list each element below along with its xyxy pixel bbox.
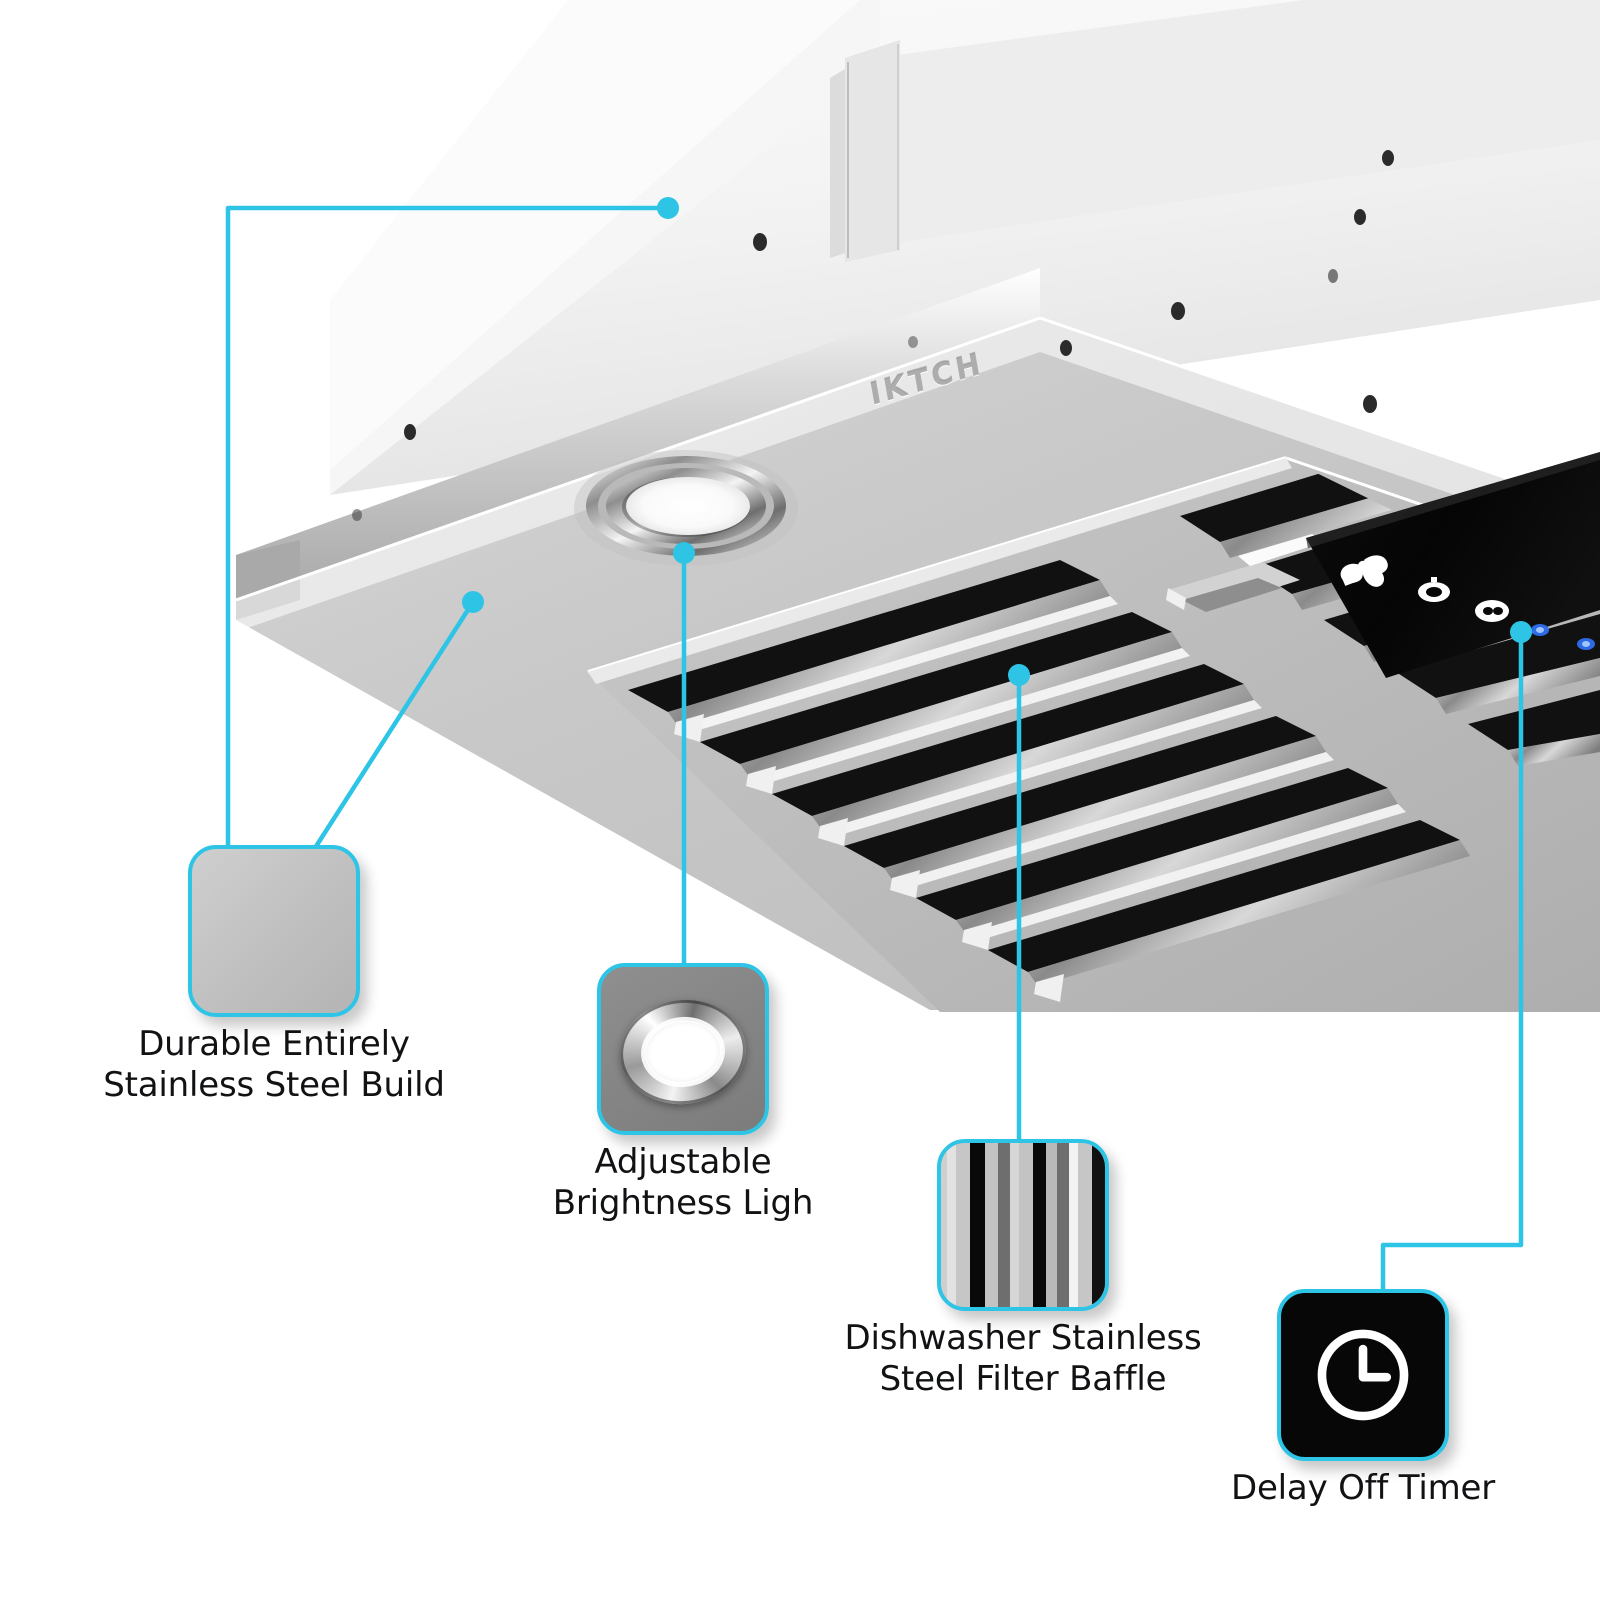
- baffle-stripe: [1019, 1143, 1033, 1307]
- callout-dot-baffle: [1008, 664, 1030, 686]
- leader-line-delay-off-timer: [1380, 629, 1524, 1292]
- swatch-delay-off-timer: [1277, 1289, 1449, 1461]
- caption-durable-build: Durable Entirely Stainless Steel Build: [103, 1024, 445, 1106]
- caption-filter-baffle: Dishwasher Stainless Steel Filter Baffle: [844, 1318, 1202, 1400]
- leader-line-durable-build-body: [312, 599, 476, 851]
- baffle-stripe: [1091, 1143, 1105, 1307]
- callout-dot-body: [462, 591, 484, 613]
- callout-dot-timer: [1510, 621, 1532, 643]
- baffle-stripe: [941, 1143, 947, 1307]
- baffle-stripe: [1009, 1143, 1020, 1307]
- led-light-fixture: [574, 450, 798, 566]
- clock-icon: [1317, 1329, 1409, 1421]
- led-light-icon: [614, 993, 752, 1111]
- baffle-stripe: [946, 1143, 957, 1307]
- fan-icon[interactable]: [1340, 555, 1388, 587]
- leader-line-durable-build-top: [225, 205, 671, 883]
- filter-handle-latch[interactable]: [1166, 534, 1324, 612]
- mounting-screws: [352, 150, 1394, 521]
- led-indicators: [1531, 624, 1595, 650]
- hood-canopy: [330, 0, 1600, 495]
- baffle-stripe: [1032, 1143, 1046, 1307]
- baffle-stripe: [998, 1143, 1010, 1307]
- swatch-durable-build: [188, 845, 360, 1017]
- timer-icon[interactable]: [1475, 600, 1509, 622]
- caption-adjustable-light: Adjustable Brightness Ligh: [552, 1142, 814, 1224]
- swatch-filter-baffle: [937, 1139, 1109, 1311]
- baffle-stripe-pattern: [941, 1143, 1105, 1307]
- baffle-stripe: [1057, 1143, 1069, 1307]
- baffle-stripe: [1078, 1143, 1092, 1307]
- light-icon[interactable]: [1418, 577, 1450, 602]
- baffle-stripe: [1068, 1143, 1079, 1307]
- baffle-filter-assembly: [587, 456, 1600, 1012]
- callout-dot-light: [673, 542, 695, 564]
- caption-delay-off-timer: Delay Off Timer: [1230, 1468, 1495, 1508]
- baffle-slats: [628, 458, 1600, 1002]
- baffle-stripe: [984, 1143, 999, 1307]
- baffle-stripe: [956, 1143, 970, 1307]
- control-panel[interactable]: [1306, 452, 1600, 678]
- swatch-adjustable-light: [597, 963, 769, 1135]
- baffle-stripe: [969, 1143, 985, 1307]
- baffle-stripe: [1045, 1143, 1058, 1307]
- callout-dot-canopy: [657, 197, 679, 219]
